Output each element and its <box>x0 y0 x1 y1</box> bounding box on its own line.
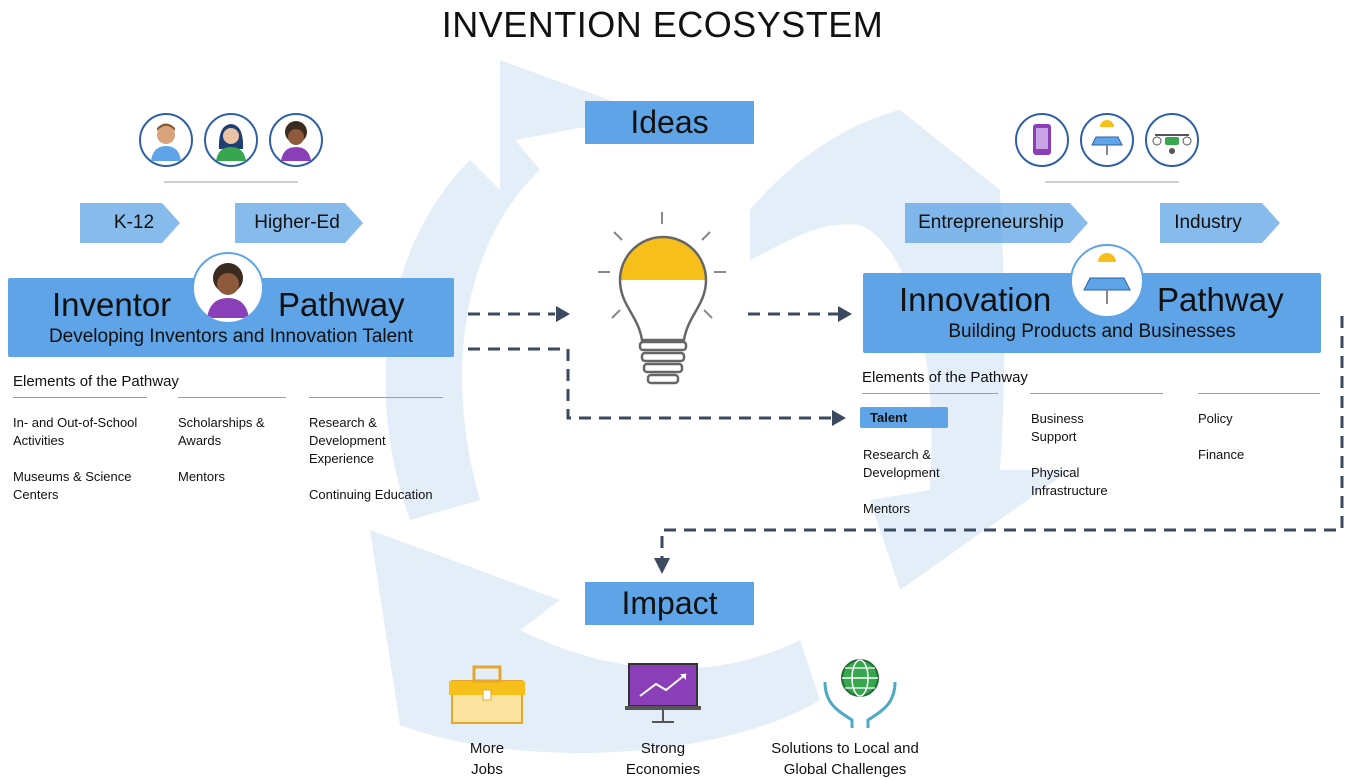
inventor-element: Museums & Science Centers <box>13 469 132 502</box>
inventor-element: Continuing Education <box>309 487 433 502</box>
impact-challenges-line1: Solutions to Local and <box>771 740 919 757</box>
inventor-element: Scholarships & Awards <box>178 415 265 448</box>
innovation-pathway-subtitle: Building Products and Businesses <box>948 321 1236 342</box>
inventor-col3-divider <box>309 397 443 398</box>
chevron-entrepreneurship <box>905 203 1088 243</box>
innovation-col2-divider <box>1030 393 1163 394</box>
innovation-col1-divider <box>862 393 998 394</box>
chevron-higher-ed <box>235 203 363 243</box>
innovation-pathway-word1: Innovation <box>899 281 1052 318</box>
page-title: INVENTION ECOSYSTEM <box>441 4 884 45</box>
inventor-element: Mentors <box>178 469 225 484</box>
innovation-col3-divider <box>1198 393 1320 394</box>
innovation-element: Finance <box>1198 447 1245 462</box>
arrowhead-to-talent <box>832 410 846 426</box>
inventor-elements-title: Elements of the Pathway <box>13 373 179 390</box>
innovation-element: Policy <box>1198 411 1233 426</box>
impact-jobs-line1: More <box>469 740 505 757</box>
impact-jobs-caption: More Jobs <box>427 738 547 780</box>
impact-economies-line1: Strong <box>640 740 686 757</box>
inventor-element: Research & Development Experience <box>309 415 386 466</box>
impact-challenges-caption: Solutions to Local and Global Challenges <box>745 738 945 780</box>
stage-entrepreneurship-label: Entrepreneurship <box>918 212 1064 233</box>
growth-chart-icon <box>625 663 701 723</box>
stage-k12-label: K-12 <box>113 212 155 233</box>
stage-chevrons <box>80 203 1280 243</box>
drone-icon <box>1145 113 1199 167</box>
avatar-girl-icon <box>204 113 258 167</box>
bulb-rays <box>598 212 726 319</box>
avatar-boy-icon <box>139 113 193 167</box>
connector-inventor-to-talent <box>468 347 832 420</box>
impact-economies-line2: Economies <box>625 761 701 778</box>
briefcase-icon <box>449 665 525 724</box>
inventor-element: In- and Out-of-School Activities <box>13 415 138 448</box>
avatar-woman-icon <box>269 113 323 167</box>
lightbulb-icon <box>598 212 726 385</box>
innovation-element: Research & Development <box>863 447 940 480</box>
smartphone-icon <box>1015 113 1069 167</box>
inventor-pathway-word1: Inventor <box>52 286 172 323</box>
chevron-industry <box>1160 203 1280 243</box>
impact-challenges-line2: Global Challenges <box>783 761 907 778</box>
innovation-elements-title: Elements of the Pathway <box>862 369 1028 386</box>
inventor-pathway-subtitle: Developing Inventors and Innovation Tale… <box>48 326 414 347</box>
stage-industry-label: Industry <box>1174 212 1242 233</box>
inventor-pathway-word2: Pathway <box>278 286 405 323</box>
impact-jobs-line2: Jobs <box>471 761 503 778</box>
arrowhead-to-impact <box>654 558 670 574</box>
connector-innovation-to-impact <box>660 316 1344 558</box>
innovation-element: Physical Infrastructure <box>1031 465 1108 498</box>
cycle-arrows <box>370 60 1070 753</box>
innovation-element: Business Support <box>1031 411 1084 444</box>
innovation-solar-panel-icon <box>1070 244 1144 318</box>
cycle-arrow-left <box>385 60 650 520</box>
chevron-k12 <box>80 203 180 243</box>
impact-economies-caption: Strong Economies <box>598 738 728 780</box>
inventor-col1-divider <box>13 397 147 398</box>
talent-highlight: Talent <box>860 407 948 428</box>
solar-panel-icon <box>1080 113 1134 167</box>
globe-hands-icon <box>823 659 897 728</box>
ideas-box: Ideas <box>585 101 754 144</box>
inventor-col2-divider <box>178 397 286 398</box>
connector-arrowheads <box>556 306 852 574</box>
arrowhead-to-idea <box>556 306 570 322</box>
dashed-connectors <box>468 312 1344 558</box>
arrowhead-to-innovation <box>838 306 852 322</box>
inventor-avatar-icon <box>192 252 264 324</box>
innovation-pathway-word2: Pathway <box>1157 281 1284 318</box>
innovation-element: Mentors <box>863 501 910 516</box>
impact-box: Impact <box>585 582 754 625</box>
stage-higher-ed-label: Higher-Ed <box>254 212 340 233</box>
cycle-arrow-bottom <box>370 530 820 753</box>
